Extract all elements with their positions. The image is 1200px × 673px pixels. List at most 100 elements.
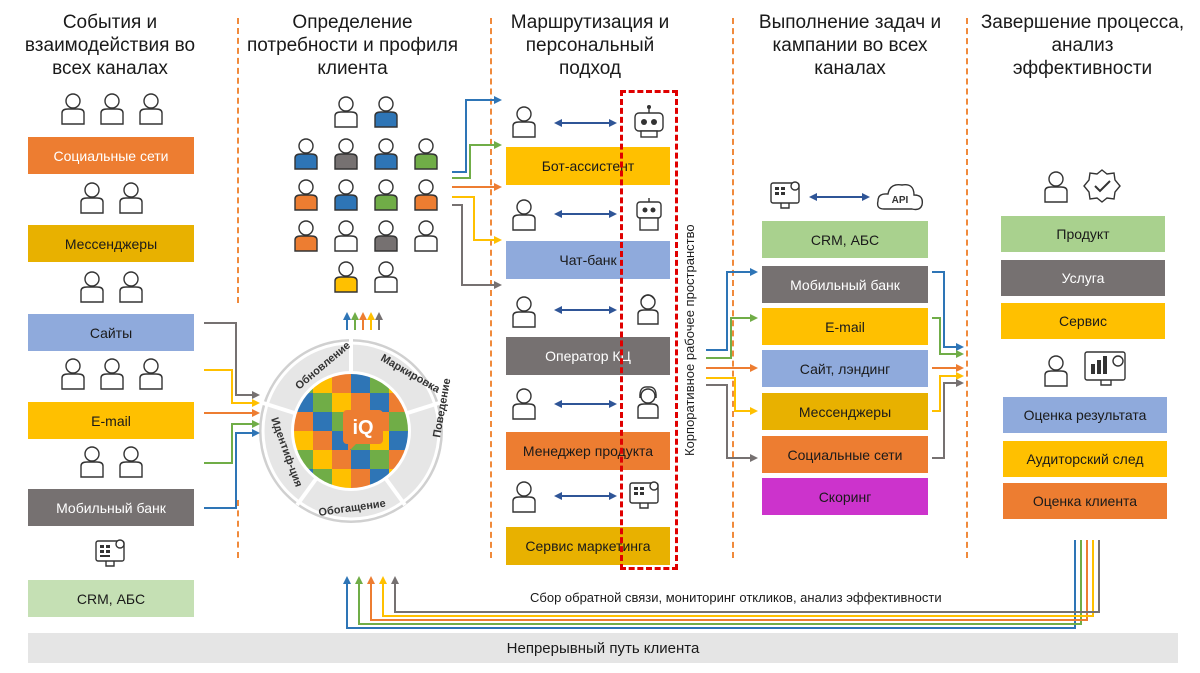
person-icon xyxy=(512,106,536,138)
person-icon xyxy=(374,220,398,252)
routing-to-execution-arrows xyxy=(706,268,758,462)
person-icon xyxy=(119,271,143,303)
customers-sites xyxy=(80,271,143,303)
corporate-workspace-frame xyxy=(620,90,678,570)
person-icon xyxy=(294,179,318,211)
manager-icon xyxy=(637,386,659,419)
person-icon xyxy=(80,446,104,478)
person-icon xyxy=(1044,171,1068,203)
completion-result-evaluation-box: Оценка результата xyxy=(1003,397,1167,433)
column-divider xyxy=(237,500,239,558)
customers-email xyxy=(61,358,163,390)
channel-email-box: E-mail xyxy=(28,402,194,439)
person-icon xyxy=(374,96,398,128)
person-icon xyxy=(374,138,398,170)
person-icon xyxy=(294,220,318,252)
person-icon xyxy=(139,358,163,390)
computer-settings-icon xyxy=(770,181,800,209)
customers-messengers xyxy=(80,182,143,214)
execution-scoring-box: Скоринг xyxy=(762,478,928,515)
channel-to-wheel-arrows xyxy=(204,322,260,509)
person-icon xyxy=(80,182,104,214)
column-divider xyxy=(237,18,239,303)
completion-product-box: Продукт xyxy=(1001,216,1165,252)
completion-client-evaluation-box: Оценка клиента xyxy=(1003,483,1167,519)
api-cloud-icon: API xyxy=(876,184,924,211)
person-icon xyxy=(414,138,438,170)
channel-social-box: Социальные сети xyxy=(28,137,194,174)
completion-audit-trail-box: Аудиторский след xyxy=(1003,441,1167,477)
feedback-loop-arrows xyxy=(343,540,1100,629)
verified-badge-icon xyxy=(1083,169,1121,203)
execution-social-box: Социальные сети xyxy=(762,436,928,473)
operator-icon xyxy=(637,294,659,325)
feedback-caption: Сбор обратной связи, мониторинг откликов… xyxy=(530,590,942,605)
completion-service-box: Услуга xyxy=(1001,260,1165,296)
customers-social xyxy=(61,93,163,125)
computer-settings-icon xyxy=(95,539,125,567)
person-icon xyxy=(334,220,358,252)
person-icon xyxy=(414,179,438,211)
execution-site-landing-box: Сайт, лэндинг xyxy=(762,350,928,387)
person-icon xyxy=(334,179,358,211)
person-icon xyxy=(374,261,398,293)
person-icon xyxy=(119,182,143,214)
column-title-events: События и взаимодействия во всех каналах xyxy=(24,12,196,79)
person-icon xyxy=(512,388,536,420)
routing-bot-assistant-box: Бот-ассистент xyxy=(506,147,670,185)
column-title-execution: Выполнение задач и кампании во всех кана… xyxy=(758,12,942,79)
computer-settings-icon xyxy=(629,481,659,509)
person-icon xyxy=(100,358,124,390)
execution-crm-box: CRM, АБС xyxy=(762,221,928,258)
person-icon xyxy=(334,261,358,293)
completion-servis-box: Сервис xyxy=(1001,303,1165,339)
svg-text:API: API xyxy=(892,195,909,206)
routing-marketing-service-box: Сервис маркетинга xyxy=(506,527,670,565)
robot-icon xyxy=(636,198,662,231)
person-icon xyxy=(334,138,358,170)
profiling-wheel: iQ Маркировка Поведение Обогащение Идент… xyxy=(259,339,453,523)
channel-mobile-bank-box: Мобильный банк xyxy=(28,489,194,526)
column-title-completion: Завершение процесса, анализ эффективност… xyxy=(980,12,1185,79)
execution-email-box: E-mail xyxy=(762,308,928,345)
iq-logo: iQ xyxy=(352,417,373,439)
routing-call-center-box: Оператор КЦ xyxy=(506,337,670,375)
execution-messengers-box: Мессенджеры xyxy=(762,393,928,430)
person-icon xyxy=(80,271,104,303)
column-title-routing: Маршрутизация и персональный подход xyxy=(510,12,670,79)
person-icon xyxy=(139,93,163,125)
person-icon xyxy=(334,96,358,128)
analytics-dashboard-icon xyxy=(1084,351,1126,386)
channel-crm-box: CRM, АБС xyxy=(28,580,194,617)
up-arrows-profile xyxy=(343,312,383,330)
routing-chat-bank-box: Чат-банк xyxy=(506,241,670,279)
person-icon xyxy=(119,446,143,478)
person-icon xyxy=(1044,355,1068,387)
channel-messengers-box: Мессенджеры xyxy=(28,225,194,262)
execution-to-completion-arrows xyxy=(932,271,964,459)
profile-to-routing-arrows xyxy=(452,96,502,289)
customer-profiles xyxy=(294,96,438,293)
execution-mobile-bank-box: Мобильный банк xyxy=(762,266,928,303)
robot-icon xyxy=(634,105,664,138)
column-divider xyxy=(490,18,492,558)
routing-product-manager-box: Менеджер продукта xyxy=(506,432,670,470)
person-icon xyxy=(512,481,536,513)
person-icon xyxy=(61,93,85,125)
person-icon xyxy=(100,93,124,125)
column-divider xyxy=(966,18,968,558)
iq-logo-bubble xyxy=(343,410,383,444)
column-title-profile: Определение потребности и профиля клиент… xyxy=(246,12,459,79)
person-icon xyxy=(512,199,536,231)
person-icon xyxy=(294,138,318,170)
person-icon xyxy=(61,358,85,390)
routing-pairs xyxy=(512,105,664,513)
person-icon xyxy=(374,179,398,211)
channel-sites-box: Сайты xyxy=(28,314,194,351)
person-icon xyxy=(414,220,438,252)
column-divider xyxy=(732,18,734,558)
customers-mobile xyxy=(80,446,143,478)
customer-journey-bar: Непрерывный путь клиента xyxy=(28,633,1178,663)
person-icon xyxy=(512,296,536,328)
